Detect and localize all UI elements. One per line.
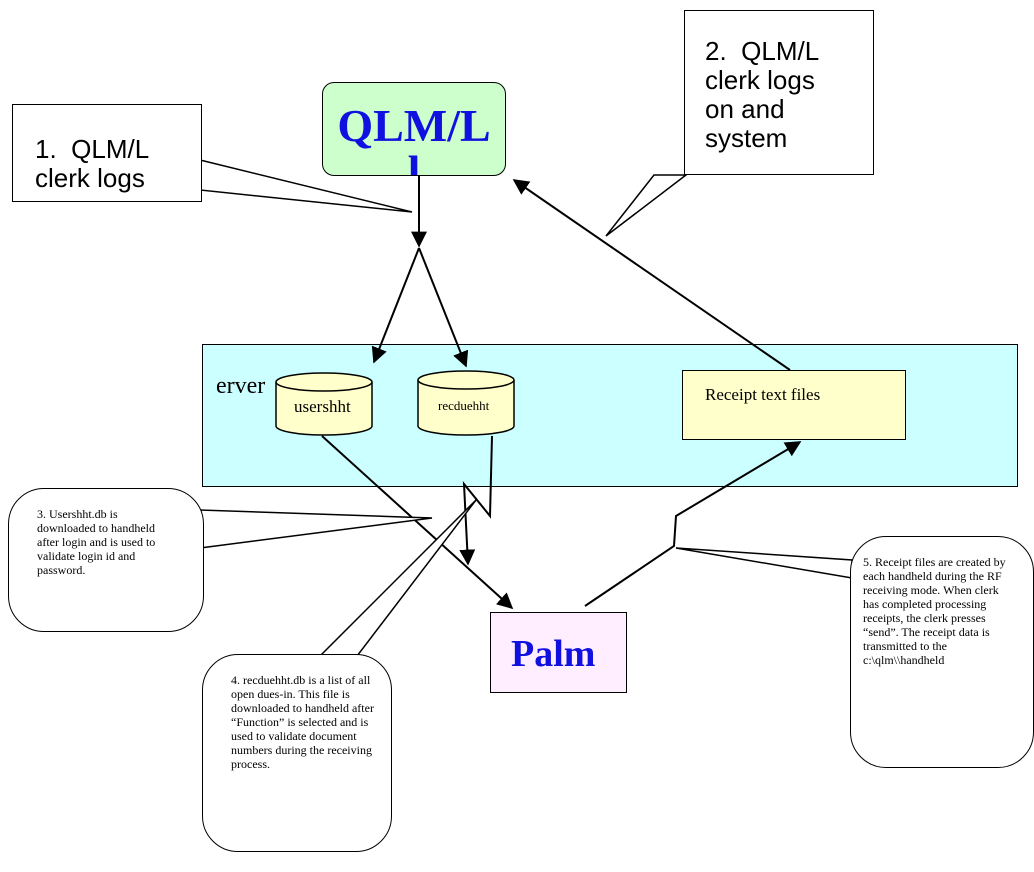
qlm-label: QLM/L l xyxy=(337,100,491,176)
arrow-to-recduehht xyxy=(418,247,469,368)
db-usershht-cylinder xyxy=(275,372,373,436)
db-recduehht-label: recduehht xyxy=(438,398,490,413)
arrow-palm-to-receipt xyxy=(584,441,802,607)
arrow-receipt-to-qlm xyxy=(512,179,791,371)
callout-2: 2. QLM/L clerk logs on and system xyxy=(684,10,874,175)
qlm-node: QLM/L l xyxy=(322,82,506,176)
callout-3: 3. Usershht.db is downloaded to handheld… xyxy=(8,488,204,632)
palm-label: Palm xyxy=(511,633,596,675)
callout3-pointer xyxy=(199,509,433,549)
server-label: erver xyxy=(216,373,266,399)
callout-4: 4. recduehht.db is a list of all open du… xyxy=(202,654,392,852)
receipt-files-node: Receipt text files xyxy=(682,370,906,440)
db-usershht-label: usershht xyxy=(294,397,351,416)
callout-1: 1. QLM/L clerk logs xyxy=(12,104,202,202)
callout2-pointer xyxy=(605,174,689,237)
db-recduehht-cylinder xyxy=(417,370,515,436)
arrow-recduehht-to-palm xyxy=(459,435,493,566)
palm-node: Palm xyxy=(490,612,627,693)
arrow-to-usershht xyxy=(371,247,420,364)
arrow-usershht-to-palm xyxy=(321,435,514,610)
callout-5: 5. Receipt files are created by each han… xyxy=(850,536,1034,768)
receipt-files-label: Receipt text files xyxy=(705,385,821,404)
callout5-pointer xyxy=(675,547,853,579)
